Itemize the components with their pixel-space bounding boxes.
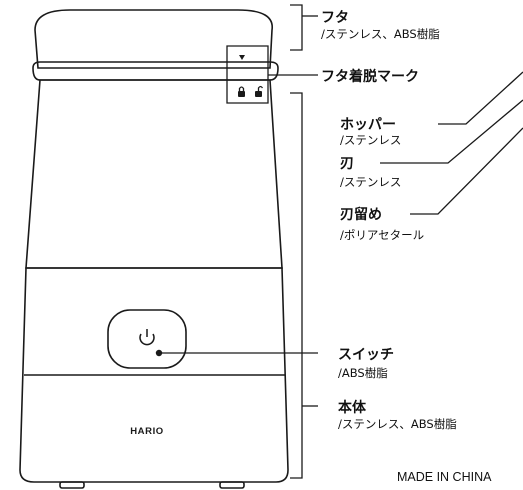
grinder-foot-right [219,481,245,489]
hopper-leader [438,71,523,125]
blade-holder-leader [410,127,523,215]
lid-bracket [290,4,303,51]
lock-icon [238,86,245,97]
body-material: /ステンレス、ABS樹脂 [338,417,457,431]
blade-label: 刃 [340,156,354,172]
blade-material: /ステンレス [340,175,402,189]
leader-lines [159,4,523,479]
body-label: 本体 [338,400,366,416]
lid-mark-box [226,45,269,104]
grinder-lid [34,9,273,69]
grinder-lid-band [32,61,279,81]
grinder-outline [19,9,289,489]
blade-holder-label: 刃留め [340,207,382,223]
brand-logo: HARIO [130,426,164,437]
lid-material: /ステンレス、ABS樹脂 [321,27,440,41]
blade-leader [380,99,523,164]
lid-mark-label: フタ着脱マーク [321,69,419,85]
switch-label: スイッチ [338,347,394,363]
grinder-foot-left [59,481,85,489]
switch-button[interactable] [107,309,187,369]
triangle-mark-icon [239,55,245,60]
hopper-material: /ステンレス [340,133,402,147]
unlock-icon [255,85,264,97]
hopper-label: ホッパー [340,117,396,133]
origin-label: MADE IN CHINA [397,470,492,484]
power-icon [139,329,155,346]
grinder-base [19,267,289,483]
blade-holder-material: /ポリアセタール [340,228,425,242]
switch-material: /ABS樹脂 [338,366,388,380]
grinder-hopper [25,79,283,269]
lid-label: フタ [321,10,349,26]
body-bracket [290,92,303,479]
